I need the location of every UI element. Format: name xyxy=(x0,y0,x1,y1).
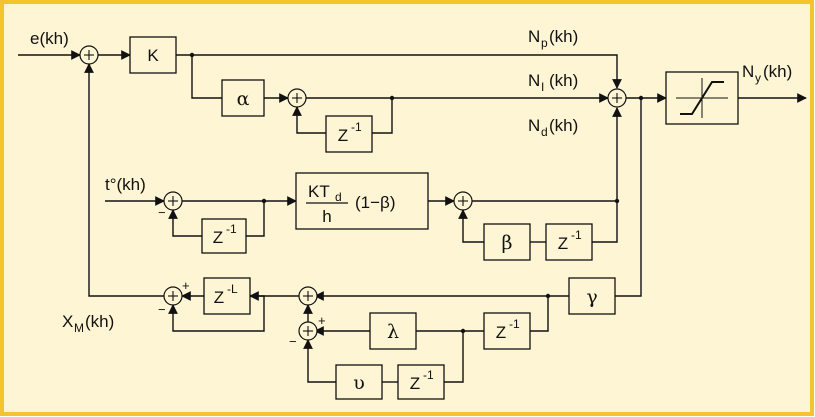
z-exponent: -1 xyxy=(226,222,237,236)
svg-text:KT: KT xyxy=(308,182,330,201)
summing-junction-derivative xyxy=(453,191,473,211)
saturation-block xyxy=(665,71,739,125)
deriv-factor: (1−β) xyxy=(355,193,395,212)
z-exponent: -1 xyxy=(571,228,582,242)
svg-text:(kh): (kh) xyxy=(763,62,792,81)
delay-block-gamma: Z -1 xyxy=(483,312,531,350)
sign-plus-model: + xyxy=(182,278,190,293)
svg-text:Z: Z xyxy=(338,126,348,145)
upsilon-label: υ xyxy=(353,372,365,394)
gain-k-block: K xyxy=(129,36,177,74)
deriv-numerator: KT xyxy=(308,182,330,201)
gamma-block: γ xyxy=(568,277,616,315)
svg-text:M: M xyxy=(74,321,84,335)
z-label: Z xyxy=(410,374,420,393)
svg-text:(kh): (kh) xyxy=(85,312,114,331)
svg-text:N: N xyxy=(528,116,540,135)
z-l-exponent: -L xyxy=(227,282,238,296)
deriv-numerator-subscript: d xyxy=(335,190,342,204)
svg-text:(kh): (kh) xyxy=(549,27,578,46)
ny-label: N y (kh) xyxy=(742,62,792,85)
nd-label: N d (kh) xyxy=(528,116,578,139)
sign-minus-temperature: − xyxy=(158,205,166,220)
deriv-denominator: h xyxy=(322,207,331,226)
signal-wires xyxy=(18,50,807,383)
z-label: Z xyxy=(558,234,568,253)
temperature-input-label: t°(kh) xyxy=(105,175,146,194)
z-exponent: -1 xyxy=(423,368,434,382)
svg-text:p: p xyxy=(541,36,548,50)
svg-text:Z: Z xyxy=(410,374,420,393)
svg-text:Z: Z xyxy=(558,234,568,253)
svg-text:N: N xyxy=(528,27,540,46)
svg-text:Z: Z xyxy=(213,228,223,247)
xm-label: X M (kh) xyxy=(62,312,114,335)
sign-plus-lower: + xyxy=(318,313,326,328)
gamma-label: γ xyxy=(586,286,597,308)
delay-block-derivative: Z -1 xyxy=(545,223,593,261)
svg-text:N: N xyxy=(742,62,754,81)
summing-junction-input xyxy=(79,45,99,65)
z-label: Z xyxy=(338,126,348,145)
z-exponent: -1 xyxy=(351,120,362,134)
sign-minus-lower: − xyxy=(289,334,297,349)
svg-text:N: N xyxy=(528,71,540,90)
sign-minus-model: − xyxy=(158,302,166,317)
z-label: Z xyxy=(496,323,506,342)
z-label: Z xyxy=(213,228,223,247)
svg-text:Z: Z xyxy=(496,323,506,342)
alpha-block: α xyxy=(221,79,265,117)
lambda-block: λ xyxy=(369,312,417,350)
svg-text:(kh): (kh) xyxy=(549,116,578,135)
derivative-gain-block: KT d h (1−β) xyxy=(295,172,429,230)
summing-junction-model xyxy=(163,286,183,306)
beta-block: β xyxy=(483,223,531,261)
summing-junction-temperature xyxy=(163,191,183,211)
lambda-label: λ xyxy=(387,321,399,343)
summing-junction-upper xyxy=(298,286,318,306)
svg-text:d: d xyxy=(541,125,548,139)
gain-k-label: K xyxy=(147,46,159,65)
svg-text:I: I xyxy=(541,80,544,94)
alpha-label: α xyxy=(237,88,250,110)
svg-text:(kh): (kh) xyxy=(549,71,578,90)
svg-text:y: y xyxy=(755,71,761,85)
delay-block-upsilon: Z -1 xyxy=(397,364,445,400)
summing-junction-integral xyxy=(287,88,307,108)
z-exponent: -1 xyxy=(509,317,520,331)
ni-label: N I (kh) xyxy=(528,71,578,94)
input-signal-label: e(kh) xyxy=(30,29,69,48)
integrator-delay-block: Z -1 xyxy=(325,115,373,153)
np-label: N p (kh) xyxy=(528,27,578,50)
summing-junction-lower xyxy=(298,321,318,341)
summing-junction-output xyxy=(607,88,627,108)
delay-l-block: Z -L xyxy=(203,277,251,315)
upsilon-block: υ xyxy=(335,364,383,400)
beta-label: β xyxy=(502,232,513,254)
svg-text:Z: Z xyxy=(214,288,224,307)
svg-text:X: X xyxy=(62,312,73,331)
z-label: Z xyxy=(214,288,224,307)
delay-block-temperature: Z -1 xyxy=(201,218,247,254)
